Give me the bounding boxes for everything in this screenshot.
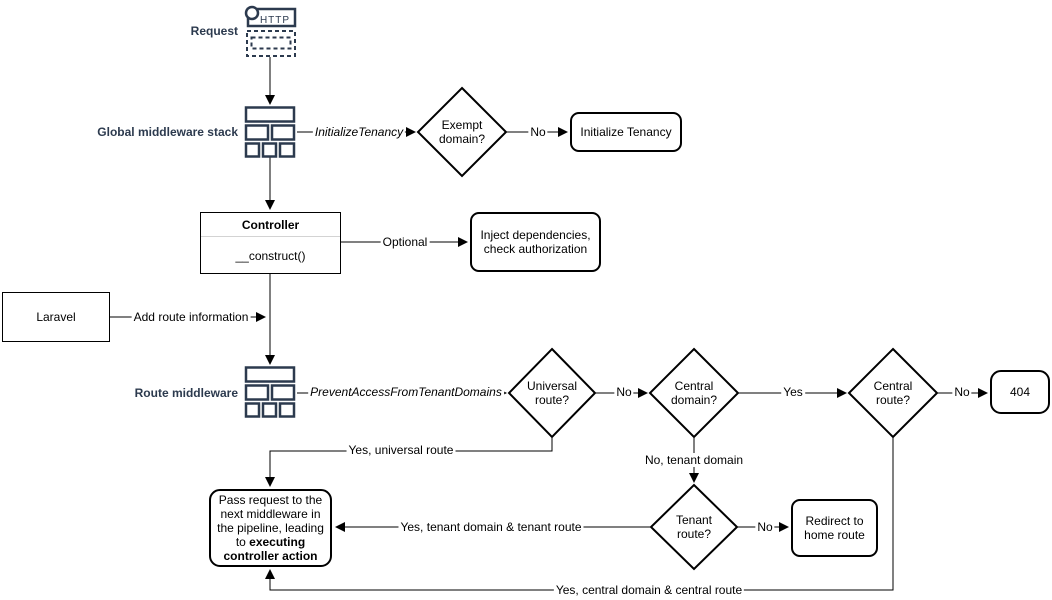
universal-route-label: Universal route? (526, 379, 577, 407)
controller-title: Controller (201, 213, 340, 237)
central-domain-diamond (648, 347, 740, 439)
route-middleware-stack-icon (244, 366, 296, 418)
central-route-diamond (847, 347, 939, 439)
http-icon-label: HTTP (260, 15, 290, 26)
route-middleware-label: Route middleware (134, 386, 238, 400)
exempt-domain-diamond (416, 86, 508, 178)
central-route-label: Central route? (873, 379, 913, 407)
edge-label-yes-tenant-domain-route: Yes, tenant domain & tenant route (398, 520, 584, 534)
pass-request-text: Pass request to the next middleware in t… (217, 493, 324, 563)
central-domain-label: Central domain? (670, 379, 718, 407)
global-middleware-stack-icon (244, 106, 296, 158)
redirect-home-route-node: Redirect to home route (791, 499, 878, 557)
edge-label-prevent-access: PreventAccessFromTenantDomains (308, 385, 504, 399)
tenant-route-label: Tenant route? (675, 513, 713, 541)
edge-label-initialize-tenancy: InitializeTenancy (312, 125, 406, 139)
inject-dependencies-node: Inject dependencies, check authorization (470, 212, 601, 272)
exempt-domain-label: Exempt domain? (438, 118, 486, 146)
request-label: Request (190, 24, 238, 38)
404-node: 404 (990, 370, 1050, 414)
universal-route-diamond (507, 347, 597, 439)
edge-label-central-route-no: No (952, 385, 972, 399)
edge-label-no-tenant-domain: No, tenant domain (642, 453, 746, 467)
http-request-icon: HTTP (244, 5, 297, 57)
controller-node: Controller __construct() (200, 212, 341, 274)
edge-label-add-route-information: Add route information (131, 310, 251, 324)
pass-request-node: Pass request to the next middleware in t… (209, 489, 332, 567)
tenant-route-diamond (649, 483, 739, 571)
edge-label-yes-universal-route: Yes, universal route (346, 443, 456, 457)
controller-construct-method: __construct() (235, 248, 306, 263)
edge-label-optional: Optional (380, 235, 430, 249)
edge-label-central-domain-yes: Yes (781, 385, 805, 399)
edge-label-exempt-no: No (528, 125, 548, 139)
initialize-tenancy-node: Initialize Tenancy (570, 112, 682, 152)
edge-label-universal-no: No (614, 385, 634, 399)
global-middleware-stack-label: Global middleware stack (97, 125, 238, 139)
laravel-node: Laravel (2, 292, 110, 342)
edge-label-yes-central-domain-route: Yes, central domain & central route (553, 583, 745, 597)
edge-label-tenant-no: No (755, 520, 775, 534)
